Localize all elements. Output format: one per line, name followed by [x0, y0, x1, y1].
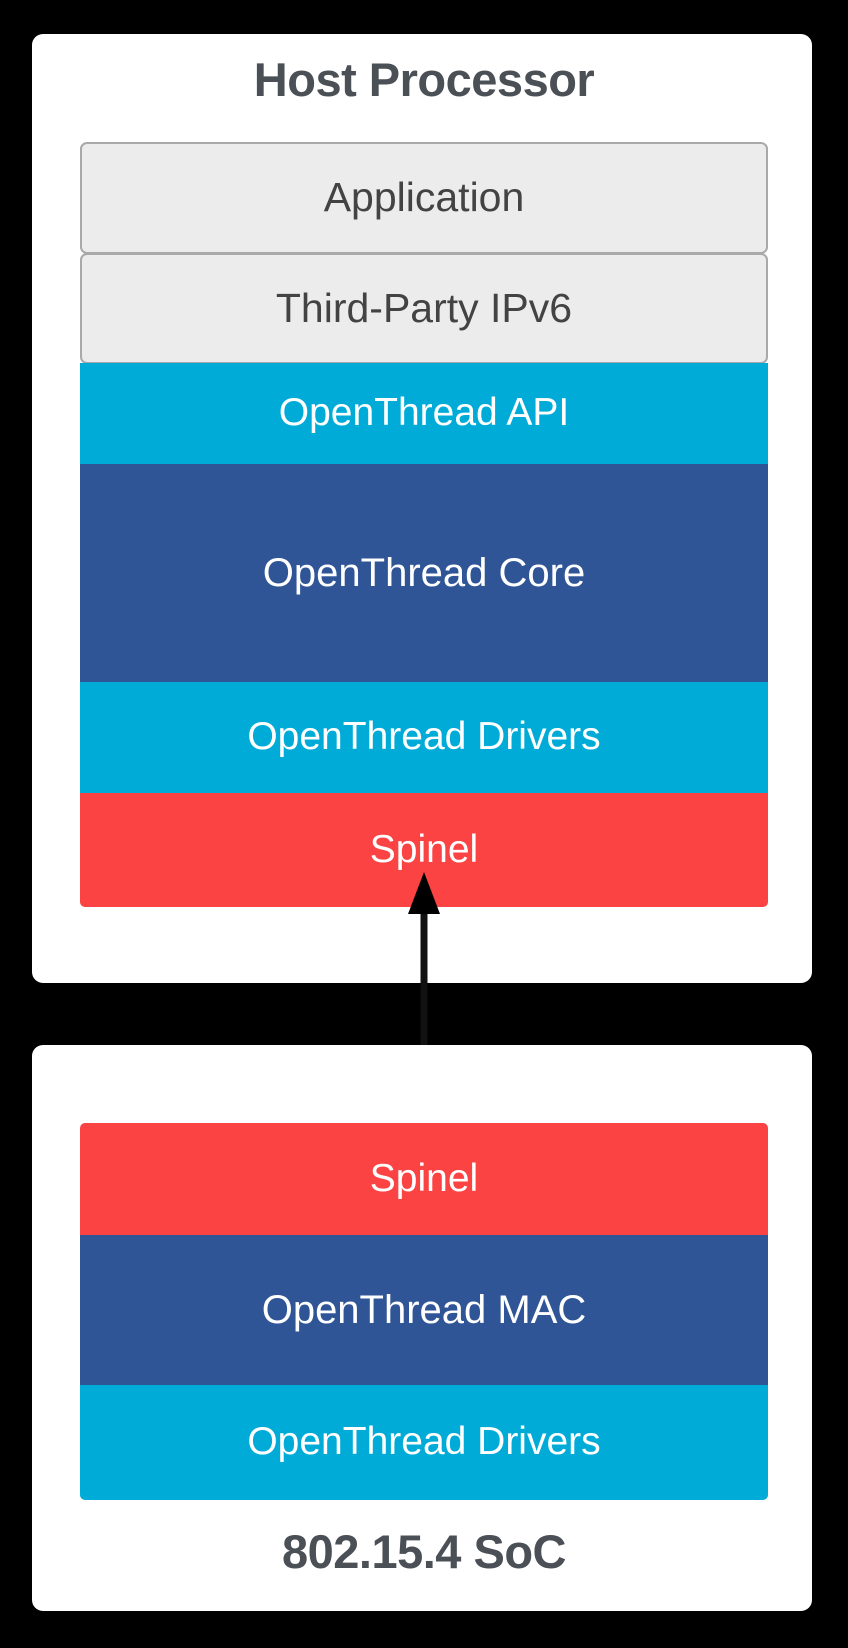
- layer-openthread-core: OpenThread Core: [80, 464, 768, 682]
- layer-openthread-drivers-soc: OpenThread Drivers: [80, 1385, 768, 1500]
- layer-openthread-api-label: OpenThread API: [278, 391, 570, 435]
- layer-openthread-api: OpenThread API: [80, 363, 768, 464]
- layer-application: Application: [80, 142, 768, 254]
- layer-third-party-ipv6-label: Third-Party IPv6: [275, 284, 573, 331]
- host-processor-title: Host Processor: [253, 53, 595, 106]
- layer-spinel-host-label: Spinel: [369, 827, 479, 871]
- layer-openthread-drivers-soc-label: OpenThread Drivers: [247, 1420, 601, 1464]
- layer-third-party-ipv6: Third-Party IPv6: [80, 253, 768, 364]
- layer-openthread-mac: OpenThread MAC: [80, 1235, 768, 1385]
- layer-openthread-mac-label: OpenThread MAC: [261, 1288, 587, 1332]
- layer-spinel-soc: Spinel: [80, 1123, 768, 1235]
- arrow-head-up-icon: [408, 872, 440, 914]
- soc-title: 802.15.4 SoC: [281, 1525, 567, 1578]
- layer-openthread-drivers-host-label: OpenThread Drivers: [247, 715, 601, 759]
- layer-application-label: Application: [323, 174, 525, 221]
- layer-spinel-soc-label: Spinel: [369, 1156, 479, 1200]
- layer-openthread-core-label: OpenThread Core: [262, 551, 586, 595]
- layer-openthread-drivers-host: OpenThread Drivers: [80, 682, 768, 793]
